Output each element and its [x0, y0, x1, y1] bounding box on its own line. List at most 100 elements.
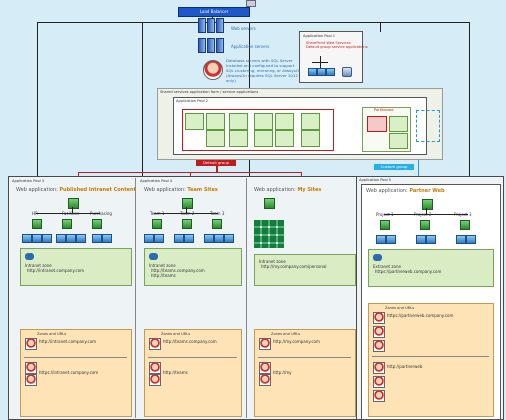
database-icon [25, 253, 34, 260]
zone-box: Intranet zone http://my.company.com/pers… [254, 254, 356, 286]
user-icon [373, 376, 385, 388]
app-server-icon [216, 38, 224, 53]
doc-icon [154, 234, 164, 243]
site-label: Project 2 [414, 212, 432, 217]
user-icon [149, 374, 161, 386]
web-app-title: Web application: Team Sites [144, 187, 218, 193]
user-icon [149, 338, 161, 350]
service-app-box [301, 113, 320, 130]
zone-row-url: http://teams.company.com [163, 339, 217, 344]
web-server-icon [207, 18, 215, 33]
site-icon [152, 219, 162, 229]
service-app-box [254, 113, 273, 130]
database-icon [149, 253, 158, 260]
web-app-prefix: Web application: [16, 187, 58, 193]
doc-icon [102, 234, 112, 243]
user-icon [259, 374, 271, 386]
column-pool-title: Application Pool 3 [12, 179, 45, 183]
zone-title: Intranet zone [259, 259, 286, 264]
site-icon [420, 220, 430, 230]
default-group-tag: Default group [196, 160, 236, 166]
site-icon [62, 219, 72, 229]
database-note: Database servers with SQL Server install… [226, 58, 302, 83]
web-app-title: Web application: Published Intranet Cont… [16, 187, 136, 193]
web-app-name: Published Intranet Content [59, 187, 136, 193]
user-icon [259, 338, 271, 350]
partner-web-frame: Application Pool 5 Web application: Part… [356, 176, 504, 420]
zone-title: Intranet zone [25, 263, 52, 268]
doc-icon [426, 235, 436, 244]
service-icon [326, 68, 335, 76]
zone-title: Extranet zone [373, 264, 401, 269]
app-server-icon [207, 38, 215, 53]
top-site-icon [264, 198, 275, 209]
zones-urls-box: Zones and URLs http://teams.company.com … [144, 329, 242, 417]
column-pool-title: Application Pool 5 [359, 178, 392, 182]
zone-url: http://my.company.com/personal [261, 264, 327, 269]
doc-icon [416, 235, 426, 244]
site-icon [380, 220, 390, 230]
doc-icons-row [144, 234, 244, 243]
zones-urls-box: Zones and URLs http://intranet.company.c… [20, 329, 132, 417]
service-app-box [229, 113, 248, 130]
services-outer-title: Shared services application farm / servi… [160, 90, 259, 94]
app-pool-1-box: Application Pool 1 SharePoint Web Servic… [299, 31, 368, 83]
zone-url: http://teams.company.com [151, 268, 205, 273]
doc-icon [466, 235, 476, 244]
app-servers-label: Application servers [231, 44, 270, 49]
service-icon [317, 68, 326, 76]
site-label: HR [32, 211, 38, 216]
zones-urls-title: Zones and URLs [271, 332, 301, 336]
doc-icon [224, 234, 234, 243]
zone-row-url: http://partnerweb [387, 364, 423, 369]
app-pool-1-line2: Default group service applications [306, 45, 368, 49]
doc-icon [22, 234, 32, 243]
zones-urls-title: Zones and URLs [37, 332, 67, 336]
doc-icon [204, 234, 214, 243]
service-app-box [389, 116, 408, 132]
doc-icon [456, 235, 466, 244]
doc-icon [376, 235, 386, 244]
site-icon [92, 219, 102, 229]
column-my-sites: Web application: My Sites Intranet zone … [248, 178, 358, 418]
site-label: Team 3 [210, 211, 225, 216]
site-label: Team 1 [150, 211, 165, 216]
doc-icon [184, 234, 194, 243]
site-label: Facilities [62, 211, 80, 216]
top-site-icon [182, 198, 193, 209]
site-icon [460, 220, 470, 230]
zones-urls-title: Zones and URLs [161, 332, 191, 336]
doc-icon [144, 234, 154, 243]
app-pool-1-title: Application Pool 1 [303, 34, 336, 38]
site-label: Purchasing [90, 211, 112, 216]
web-app-name: Team Sites [187, 187, 218, 193]
web-app-prefix: Web application: [144, 187, 186, 193]
zones-urls-box: Zones and URLs http://my.company.com htt… [254, 329, 356, 417]
doc-icons-row [20, 234, 120, 243]
column-pool-title: Application Pool 4 [140, 179, 173, 183]
service-app-box [389, 133, 408, 149]
doc-icon [214, 234, 224, 243]
service-app-box [206, 113, 225, 130]
zone-row-url: https://intranet.company.com [39, 370, 99, 375]
web-servers-label: Web servers [231, 26, 256, 31]
doc-icon [386, 235, 396, 244]
zone-box: Intranet zone http://teams.company.com h… [144, 248, 242, 286]
doc-icon [42, 234, 52, 243]
app-pool-1-line1: SharePoint Web Services [306, 41, 351, 45]
doc-icons-row [372, 235, 482, 244]
zones-urls-title: Zones and URLs [385, 306, 415, 310]
site-icon [212, 219, 222, 229]
zone-url: https://partnerweb.company.com [375, 269, 442, 274]
doc-icon [32, 234, 42, 243]
site-label: Project 1 [376, 212, 394, 217]
partner-web-panel: Web application: Partner Web Project 1 P… [361, 184, 501, 420]
user-icon [149, 362, 161, 374]
zone-row-url: http://intranet.company.com [39, 339, 97, 344]
doc-icon [174, 234, 184, 243]
zone-box: Extranet zone https://partnerweb.company… [368, 249, 494, 287]
site-icon [32, 219, 42, 229]
web-app-title: Web application: My Sites [254, 187, 321, 193]
app-server-icon [198, 38, 206, 53]
doc-icon [66, 234, 76, 243]
